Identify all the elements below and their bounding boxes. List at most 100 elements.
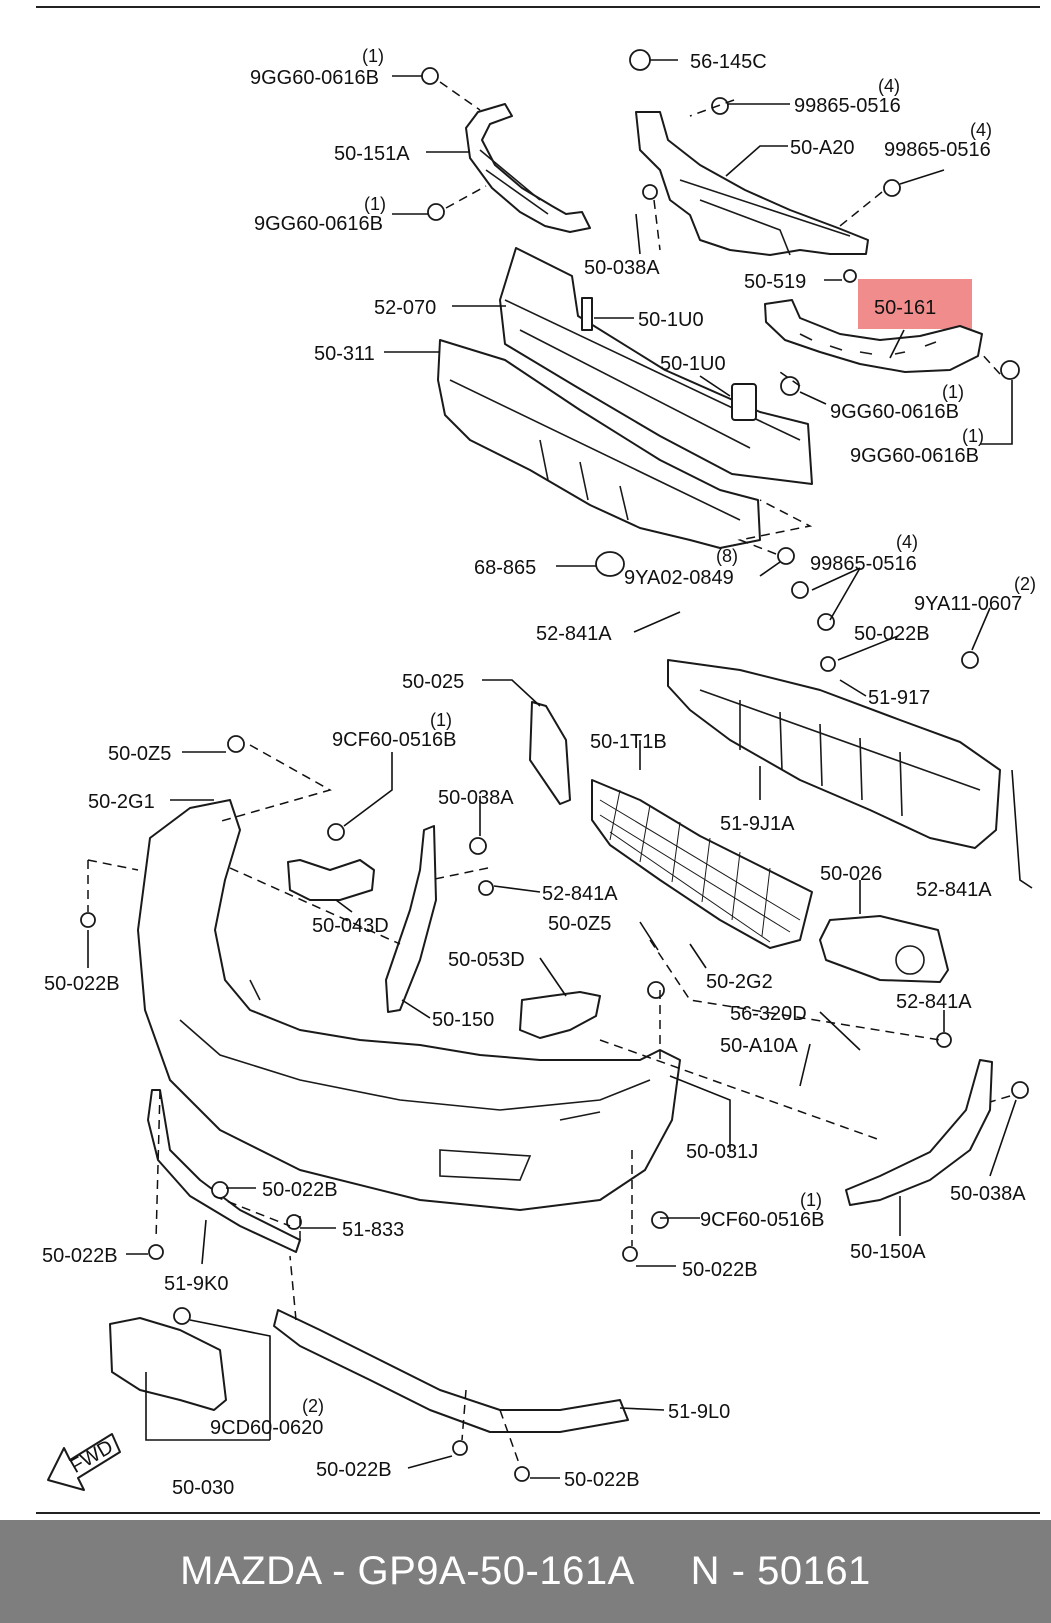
callout-label[interactable]: 50-519 <box>744 271 806 293</box>
callout-qty: (1) <box>800 1190 822 1210</box>
callout-qty: (2) <box>302 1396 324 1416</box>
callout-label[interactable]: 50-025 <box>402 671 464 693</box>
callout-label[interactable]: 50-150A <box>850 1241 926 1263</box>
part-50-1T1B[interactable] <box>591 779 813 949</box>
part-68-865[interactable] <box>595 551 625 577</box>
part-51-9J1A-detail <box>699 689 981 817</box>
callout-qty: (8) <box>716 546 738 566</box>
callout-qty: (1) <box>942 382 964 402</box>
part-50-031J[interactable] <box>137 799 681 1211</box>
callout-qty: (4) <box>970 120 992 140</box>
callout-qty: (1) <box>364 194 386 214</box>
part-50-A20-detail <box>679 179 851 256</box>
footer-caption: MAZDA - GP9A-50-161A N - 50161 <box>180 1549 871 1593</box>
callout-label[interactable]: 52-841A <box>916 879 992 901</box>
parts-diagram: FWD <box>42 46 1036 1499</box>
callout-label[interactable]: 50-022B <box>564 1469 640 1491</box>
callout-label[interactable]: 50-1U0 <box>660 353 726 375</box>
part-50-150[interactable] <box>385 825 437 1013</box>
part-50-025[interactable] <box>529 701 571 805</box>
callout-qty: (1) <box>430 710 452 730</box>
part-50-1U0[interactable] <box>731 383 757 421</box>
callout-label[interactable]: 51-9J1A <box>720 813 795 835</box>
callout-label[interactable]: 51-917 <box>868 687 930 709</box>
part-51-9J1A[interactable] <box>667 659 1001 849</box>
callout-label[interactable]: 51-9L0 <box>668 1401 730 1423</box>
callout-label[interactable]: 50-2G2 <box>706 971 773 993</box>
callout-label[interactable]: 9GG60-0616B <box>250 67 379 89</box>
callout-label[interactable]: 9GG60-0616B <box>254 213 383 235</box>
callout-label[interactable]: 50-022B <box>44 973 120 995</box>
part-50-161-holes <box>799 333 937 355</box>
callout-label[interactable]: 50-038A <box>438 787 514 809</box>
part-51-9L0[interactable] <box>273 1309 629 1433</box>
part-50-030[interactable] <box>109 1317 227 1411</box>
part-50-311-detail <box>449 379 741 521</box>
callout-label[interactable]: 50-022B <box>682 1259 758 1281</box>
callout-qty: (1) <box>362 46 384 66</box>
callout-label[interactable]: 50-022B <box>262 1179 338 1201</box>
callout-label[interactable]: 99865-0516 <box>810 553 917 575</box>
grille-mesh <box>599 789 801 943</box>
part-50-A20[interactable] <box>635 111 869 256</box>
callout-label[interactable]: 9GG60-0616B <box>830 401 959 423</box>
callout-label[interactable]: 9CF60-0516B <box>332 729 457 751</box>
callout-label[interactable]: 56-145C <box>690 51 767 73</box>
callout-label[interactable]: 50-038A <box>584 257 660 279</box>
part-50-311[interactable] <box>437 339 761 549</box>
callout-qty: (2) <box>1014 574 1036 594</box>
callout-label[interactable]: 9CD60-0620 <box>210 1417 323 1439</box>
callout-label[interactable]: 50-1U0 <box>638 309 704 331</box>
callout-label[interactable]: 9CF60-0516B <box>700 1209 825 1231</box>
callout-label[interactable]: 50-0Z5 <box>108 743 171 765</box>
callout-label[interactable]: 50-311 <box>314 343 375 365</box>
callout-label[interactable]: 51-9K0 <box>164 1273 229 1295</box>
callout-label[interactable]: 56-320D <box>730 1003 807 1025</box>
part-50-151A-detail <box>479 149 549 215</box>
callout-label[interactable]: 50-031J <box>686 1141 758 1163</box>
part-50-161[interactable] <box>764 299 983 373</box>
assembly-lines <box>87 81 1011 1467</box>
callout-label[interactable]: 50-A10A <box>720 1035 798 1057</box>
bottom-border <box>36 1512 1040 1514</box>
callout-label[interactable]: 9GG60-0616B <box>850 445 979 467</box>
top-border <box>36 6 1040 8</box>
callout-label[interactable]: 52-841A <box>542 883 618 905</box>
callout-label[interactable]: 50-022B <box>854 623 930 645</box>
callout-label[interactable]: 51-833 <box>342 1219 404 1241</box>
callout-label[interactable]: 50-2G1 <box>88 791 155 813</box>
callout-label-highlighted[interactable]: 50-161 <box>874 297 936 319</box>
callout-label[interactable]: 68-865 <box>474 557 536 579</box>
callout-label[interactable]: 52-841A <box>536 623 612 645</box>
part-51-9K0[interactable] <box>147 1089 301 1253</box>
callout-label[interactable]: 50-A20 <box>790 137 855 159</box>
callout-label[interactable]: 99865-0516 <box>884 139 991 161</box>
callout-label[interactable]: 50-1T1B <box>590 731 667 753</box>
callout-label[interactable]: 50-151A <box>334 143 410 165</box>
callout-label[interactable]: 50-030 <box>172 1477 234 1499</box>
part-50-026[interactable] <box>819 915 949 983</box>
callout-label[interactable]: 50-022B <box>42 1245 118 1267</box>
callout-label[interactable]: 50-038A <box>950 1183 1026 1205</box>
callout-label[interactable]: 9YA02-0849 <box>624 567 734 589</box>
callout-label[interactable]: 50-150 <box>432 1009 494 1031</box>
callout-label[interactable]: 50-026 <box>820 863 882 885</box>
callout-label[interactable]: 50-022B <box>316 1459 392 1481</box>
callout-qty: (4) <box>878 76 900 96</box>
part-50-1U0-pad[interactable] <box>581 297 593 331</box>
callout-label[interactable]: 50-0Z5 <box>548 913 611 935</box>
highlight-box <box>858 279 972 329</box>
callout-label[interactable]: 52-070 <box>374 297 436 319</box>
part-50-043D[interactable] <box>287 859 375 901</box>
callout-label[interactable]: 99865-0516 <box>794 95 901 117</box>
part-50-031J-detail <box>179 979 651 1181</box>
part-50-151A[interactable] <box>465 103 591 233</box>
part-50-053D[interactable] <box>519 991 601 1039</box>
callout-label[interactable]: 50-043D <box>312 915 389 937</box>
leader-lines <box>87 59 1033 1479</box>
callout-label[interactable]: 50-053D <box>448 949 525 971</box>
callout-label[interactable]: 52-841A <box>896 991 972 1013</box>
fwd-label: FWD <box>67 1436 117 1478</box>
callout-label[interactable]: 9YA11-0607 <box>914 593 1022 615</box>
fasteners <box>80 49 1029 1482</box>
